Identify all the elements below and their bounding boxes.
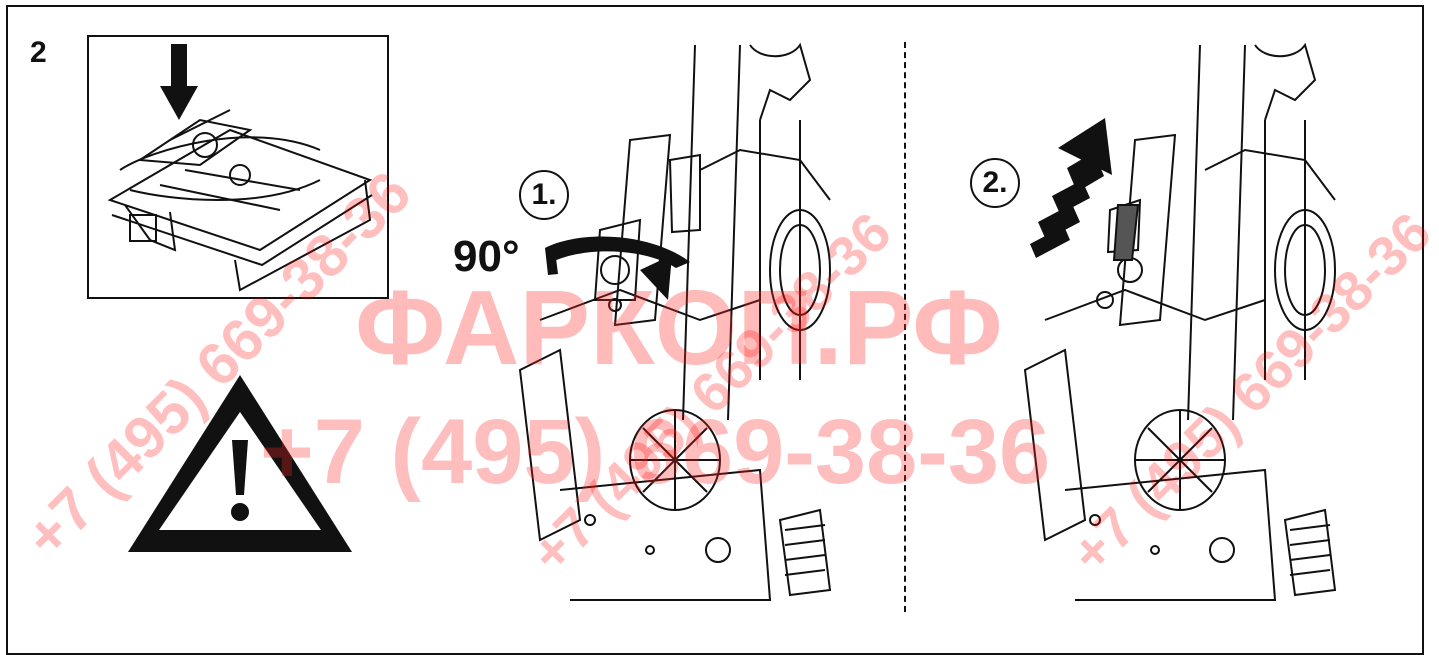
lifted-lever bbox=[1112, 204, 1140, 261]
panel-divider bbox=[904, 42, 906, 612]
warning-icon bbox=[128, 375, 352, 552]
step-marker-2: 2. bbox=[970, 158, 1020, 208]
down-arrow-icon bbox=[160, 44, 198, 120]
fan-wheel bbox=[630, 410, 720, 510]
panel-2-sketch bbox=[1023, 42, 1337, 601]
rotation-angle-label: 90° bbox=[453, 232, 520, 281]
fan-wheel-2 bbox=[1135, 410, 1225, 510]
step-number: 2 bbox=[30, 36, 47, 69]
step-marker-1: 1. bbox=[519, 170, 569, 220]
up-arrow-icon bbox=[1030, 118, 1112, 258]
rotate-arrow-icon bbox=[545, 236, 690, 300]
panel-1-sketch bbox=[518, 42, 832, 601]
carrier-sketch bbox=[107, 109, 373, 292]
inset-frame bbox=[87, 35, 389, 299]
